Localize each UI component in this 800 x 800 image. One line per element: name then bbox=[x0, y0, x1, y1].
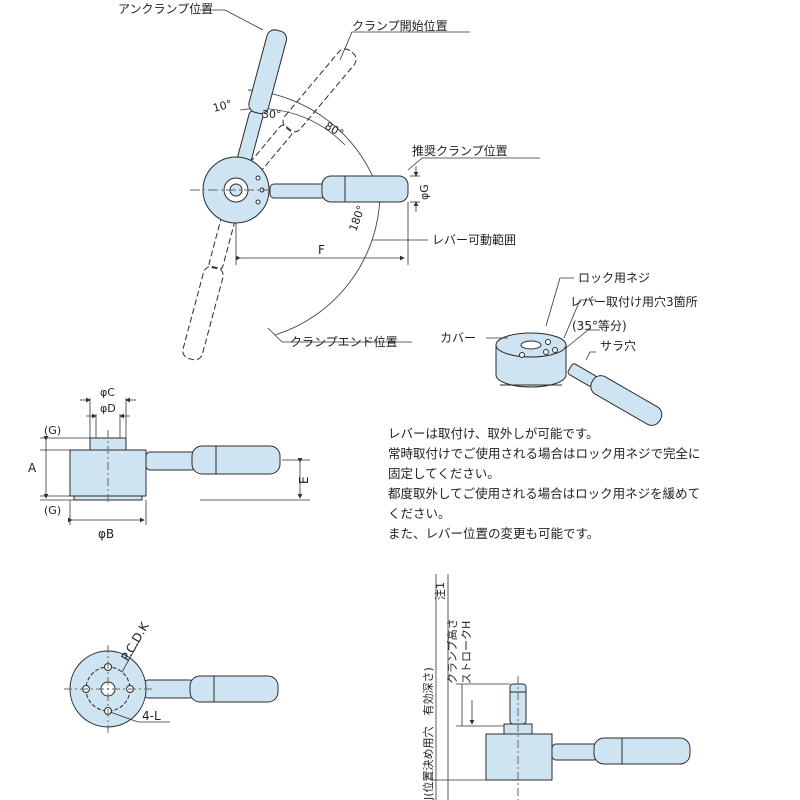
angle-equal-label: (35°等分) bbox=[572, 319, 627, 333]
angle-30-label: 30° bbox=[262, 108, 282, 121]
note-1-label: 注1 bbox=[433, 582, 447, 600]
dim-phi-g-label: φG bbox=[418, 184, 431, 200]
lever-notes: レバーは取付け、取外しが可能です。 常時取付けでご使用される場合はロック用ネジで… bbox=[388, 424, 788, 544]
countersink-label: サラ穴 bbox=[600, 338, 636, 353]
stroke-lever-shaft bbox=[551, 743, 599, 761]
positioning-hole-label: J(位置決め用穴 有効深さ) bbox=[421, 667, 435, 800]
stroke-body bbox=[485, 733, 553, 781]
lock-screw-label: ロック用ネジ bbox=[578, 271, 650, 285]
clamp-height-label: クランプ高さ bbox=[445, 618, 459, 684]
clamp-start-position-label: クランプ開始位置 bbox=[352, 18, 448, 33]
note-line: また、レバー位置の変更も可能です。 bbox=[388, 526, 600, 541]
dim-a-label: A bbox=[28, 461, 37, 475]
recommended-clamp-position-label: 推奨クランプ位置 bbox=[412, 143, 508, 158]
angle-80-label: 80° bbox=[323, 119, 346, 140]
bottom-view bbox=[64, 645, 279, 733]
note-line: 固定してください。 bbox=[388, 466, 500, 481]
bottom-lever-grip bbox=[189, 675, 279, 703]
dim-e-label: E bbox=[297, 476, 311, 484]
dim-f-label: F bbox=[318, 243, 325, 257]
unclamp-position-label: アンクランプ位置 bbox=[118, 1, 213, 16]
lever-movable-range-label: レバー可動範囲 bbox=[432, 232, 516, 247]
side-view bbox=[69, 430, 281, 505]
lever-recommended bbox=[269, 175, 409, 203]
side-view-dims bbox=[40, 397, 310, 525]
stroke-view bbox=[485, 676, 691, 800]
lever-unclamp bbox=[236, 29, 288, 167]
holes-4-l-label: 4-L bbox=[142, 709, 161, 723]
stroke-lever-grip bbox=[593, 737, 691, 765]
note-line: レバーは取付け、取外しが可能です。 bbox=[388, 426, 599, 441]
top-view bbox=[182, 29, 409, 361]
angle-10-label: 10° bbox=[211, 97, 233, 115]
clamp-end-position-label: クランプエンド位置 bbox=[290, 334, 398, 349]
dim-phi-d-label: φD bbox=[100, 402, 116, 415]
dim-phi-b-label: φB bbox=[98, 527, 114, 541]
note-line: 都度取外してご使用される場合はロック用ネジを緩めて bbox=[388, 486, 701, 501]
stroke-view-dims bbox=[430, 574, 510, 800]
dim-phi-c-label: φC bbox=[100, 386, 115, 399]
lever-holes-label: レバー取付け用穴3箇所 bbox=[570, 294, 698, 309]
detail-lever bbox=[567, 363, 663, 426]
note-line: 常時取付けでご使用される場合はロック用ネジで完全に bbox=[388, 446, 701, 461]
pcd-label: P.C.D.K bbox=[118, 619, 152, 664]
note-line: ください。 bbox=[388, 506, 451, 521]
angle-180-label: 180° bbox=[347, 204, 368, 233]
dim-g-bottom-label: (G) bbox=[44, 504, 61, 517]
cover-label: カバー bbox=[440, 331, 476, 345]
side-lever-shaft bbox=[145, 451, 197, 471]
dim-g-top-label: (G) bbox=[44, 424, 61, 437]
detail-leaders bbox=[486, 277, 600, 361]
lever-clamp-end bbox=[182, 213, 236, 361]
top-view-dims bbox=[200, 9, 540, 343]
stroke-h-label: ストロークH bbox=[460, 621, 473, 684]
side-lever-grip bbox=[191, 445, 281, 475]
bottom-view-dims bbox=[109, 639, 170, 723]
detail-view bbox=[495, 332, 663, 426]
